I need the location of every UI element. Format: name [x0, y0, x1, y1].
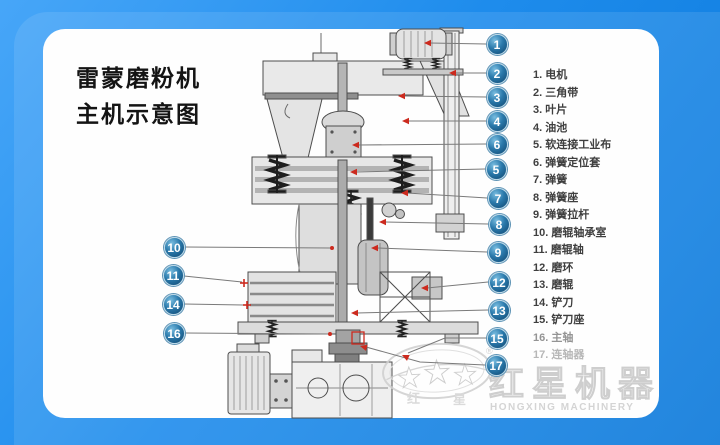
title-line-1: 雷蒙磨粉机	[76, 65, 201, 91]
callout-badge-14: 14	[162, 293, 184, 315]
callout-badge-1: 1	[486, 33, 508, 55]
legend-item-14: 14. 铲刀	[533, 296, 574, 309]
legend-item-4: 4. 油池	[533, 121, 568, 134]
callout-badge-2: 2	[486, 62, 508, 84]
page-title: 雷蒙磨粉机 主机示意图	[76, 60, 201, 132]
callout-badge-13: 13	[488, 299, 510, 321]
legend-item-7: 7. 弹簧	[533, 174, 568, 186]
legend-item-15: 15. 铲刀座	[533, 314, 585, 326]
legend-item-9: 9. 弹簧拉杆	[533, 209, 590, 221]
legend-item-3: 3. 叶片	[533, 104, 568, 116]
legend-item-8: 8. 弹簧座	[533, 191, 579, 204]
legend-item-10: 10. 磨辊轴承室	[533, 226, 607, 239]
legend-item-2: 2. 三角带	[533, 86, 579, 99]
callout-badge-8: 8	[488, 213, 510, 235]
callout-badge-6: 6	[486, 133, 508, 155]
callout-badge-9: 9	[487, 241, 509, 263]
title-line-2: 主机示意图	[76, 101, 201, 127]
callout-badge-17: 17	[485, 354, 507, 376]
legend-item-1: 1. 电机	[533, 69, 568, 81]
legend-list: 1. 电机 2. 三角带 3. 叶片 4. 油池 5. 软连接工业布 6. 弹簧定位套 7.…	[533, 67, 611, 365]
callout-badge-4: 4	[486, 110, 508, 132]
callout-badge-5: 5	[485, 158, 507, 180]
callout-badge-16: 16	[163, 322, 185, 344]
callout-badge-12: 12	[488, 271, 510, 293]
legend-item-13: 13. 磨辊	[533, 279, 574, 291]
callout-badge-11: 11	[162, 264, 184, 286]
legend-item-5: 5. 软连接工业布	[533, 139, 612, 151]
legend-item-11: 11. 磨辊轴	[533, 244, 584, 256]
legend-item-12: 12. 磨环	[533, 261, 574, 274]
callout-badge-10: 10	[163, 236, 185, 258]
callout-badge-7: 7	[487, 187, 509, 209]
legend-item-16: 16. 主轴	[533, 331, 574, 344]
callout-badge-15: 15	[486, 327, 508, 349]
legend-item-17: 17. 连轴器	[533, 349, 585, 361]
legend-item-6: 6. 弹簧定位套	[533, 156, 601, 169]
callout-badge-3: 3	[486, 86, 508, 108]
